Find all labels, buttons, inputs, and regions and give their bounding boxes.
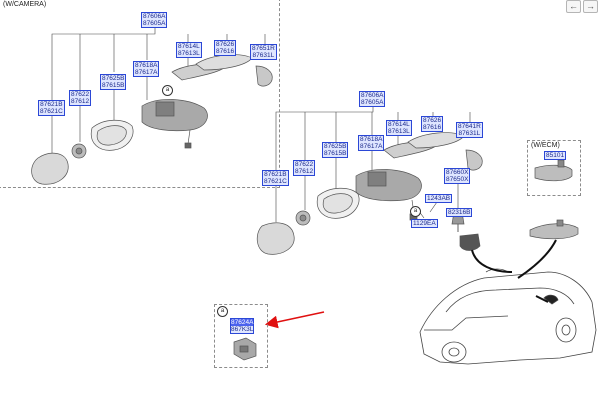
main-leader-lines [275,104,471,232]
part-number: 87625B [324,143,347,150]
part-number: 87605A [361,99,384,106]
part-tag-main-glass[interactable]: 87621B 87621C [262,170,289,186]
part-tag-camera-cover[interactable]: 87625B 87615B [100,74,127,90]
main-parts [256,132,483,255]
part-number: 87617A [135,69,158,76]
vehicle-pointer-arrows [471,239,557,303]
camera-panel [0,0,280,188]
part-number: 87651R [252,45,275,52]
ecm-panel-title: (W/ECM) [531,142,560,149]
part-tag-camera-top[interactable]: 87606A 87605A [141,12,168,28]
camera-parts [31,54,273,185]
part-tag-main-cap[interactable]: 87641R 87631L [456,122,483,138]
part-number: 87621C [40,108,63,115]
part-number: 87614L [388,121,410,128]
part-tag-screw[interactable]: 1129EA [411,219,438,228]
part-number: 87621C [264,178,287,185]
part-number: 87618A [360,136,383,143]
part-number: 87614L [178,43,200,50]
ecm-parts [529,159,579,240]
part-tag-cover-part[interactable]: 82316B [446,208,473,217]
part-number: 87631L [252,52,275,59]
part-tag-main-top[interactable]: 87606A 87605A [359,91,386,107]
part-tag-main-scalp[interactable]: 87626 87616 [421,116,444,132]
part-number: 87615B [324,150,347,157]
part-number: 87616 [216,48,235,55]
part-number: 87606A [361,92,384,99]
part-tag-camera-frame[interactable]: 87618A 87617A [133,61,160,77]
forward-button[interactable]: → [583,0,598,13]
detail-a-part [233,337,257,361]
part-number: 87616 [423,124,442,131]
part-tag-bolt[interactable]: 1243AB [425,194,453,203]
part-tag-main-actuator[interactable]: 87622 87612 [293,160,316,176]
camera-callout-a: a [162,85,173,96]
part-number: 87622 [71,91,90,98]
part-tag-camera-cap[interactable]: 87651R 87631L [250,44,277,60]
part-tag-detail-a[interactable]: 87624A 867K3L [230,318,255,334]
part-number: 87606A [143,13,166,20]
part-tag-ecm[interactable]: 85101 [544,151,567,160]
part-tag-camera-scalp[interactable]: 87626 87616 [214,40,237,56]
part-number: 87625B [102,75,125,82]
part-tag-camera-glass[interactable]: 87621B 87621C [38,100,65,116]
ecm-panel [527,140,581,196]
detail-a-callout: a [217,306,228,317]
back-button[interactable]: ← [566,0,581,13]
part-number: 87650X [446,176,469,183]
part-number: 87622 [295,161,314,168]
part-number: 87621B [264,171,287,178]
part-number: 87660X [446,169,469,176]
part-tag-camera-actuator[interactable]: 87622 87612 [69,90,92,106]
part-number: 87641R [458,123,481,130]
detail-a-panel [214,304,268,368]
part-number: 87612 [71,98,90,105]
main-callout-a: a [410,206,421,217]
part-number: 87615B [102,82,125,89]
part-number: 87605A [143,20,166,27]
part-number: 87618A [135,62,158,69]
part-number: 87617A [360,143,383,150]
part-number: 87612 [295,168,314,175]
camera-leader-lines [51,25,266,155]
vehicle-illustration [419,268,597,365]
part-number: 87613L [388,128,410,135]
part-tag-camera-lamp[interactable]: 87614L 87613L [176,42,202,58]
part-number: 87626 [423,117,442,124]
part-number: 867K3L [231,326,254,333]
part-tag-main-lamp[interactable]: 87614L 87613L [386,120,412,136]
camera-panel-title: (W/CAMERA) [3,1,47,8]
highlight-arrow [264,311,325,329]
part-tag-inside-mirror[interactable]: 87660X 87650X [444,168,471,184]
part-number: 87626 [216,41,235,48]
part-tag-main-frame[interactable]: 87618A 87617A [358,135,385,151]
part-number: 87631L [458,130,481,137]
part-number: 87621B [40,101,63,108]
part-number: 87613L [178,50,200,57]
selected-part-number: 87624A [231,319,254,326]
part-tag-main-cover[interactable]: 87625B 87615B [322,142,349,158]
